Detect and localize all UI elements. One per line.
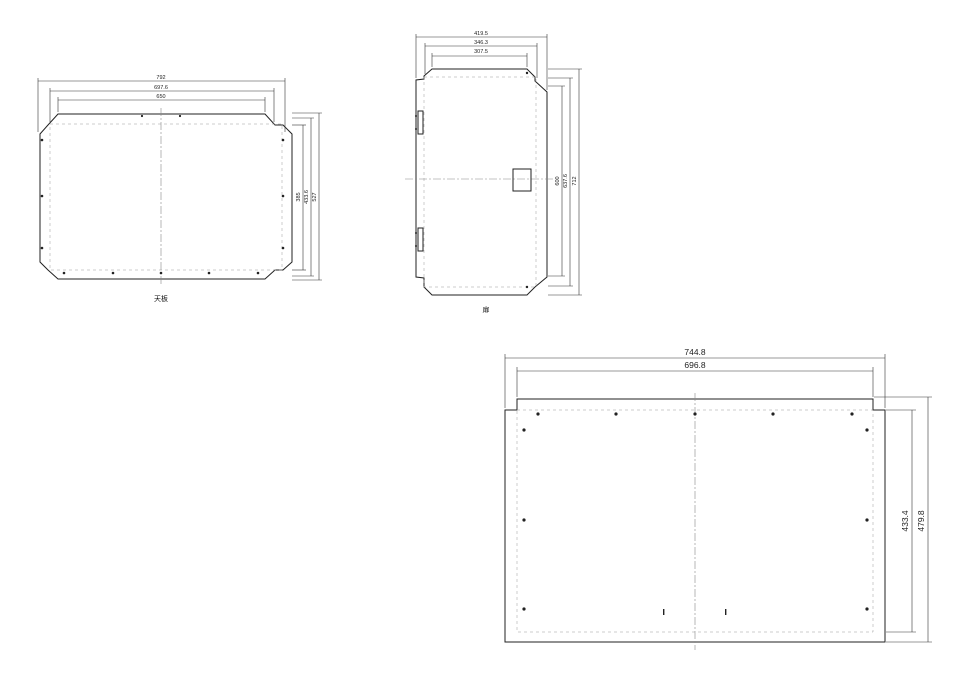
door-hinge-upper <box>417 110 424 135</box>
bottom-plate-dim-width-inner: 696.8 <box>684 360 706 370</box>
top-plate-drawing: 792 697.6 650 385 433.6 527 天板 <box>37 75 322 303</box>
top-plate-caption: 天板 <box>154 294 168 303</box>
top-plate-outline <box>39 113 293 280</box>
top-plate-dim-width-inner: 650 <box>156 94 165 100</box>
top-plate-dim-height-mid: 433.6 <box>304 190 310 204</box>
door-outline <box>415 68 548 296</box>
door-inner-outline <box>423 76 537 288</box>
door-drawing: 419.5 346.3 307.5 600 637.6 712 扉 <box>405 31 582 314</box>
top-plate-dim-width-outer: 792 <box>156 75 165 81</box>
door-dim-height-outer: 712 <box>572 176 578 185</box>
bottom-plate-drawing: 744.8 696.8 433.4 479.8 <box>504 347 932 650</box>
top-plate-width-dimensions <box>37 78 286 132</box>
bottom-plate-outline <box>504 398 886 643</box>
bottom-plate-width-dimensions <box>504 354 886 408</box>
door-dim-height-inner: 600 <box>555 176 561 185</box>
bottom-plate-dim-height-outer: 479.8 <box>916 510 926 532</box>
door-dim-width-mid: 346.3 <box>474 40 488 46</box>
top-plate-height-dimensions <box>292 112 322 281</box>
top-plate-holes <box>40 114 285 275</box>
top-plate-dim-height-outer: 527 <box>312 192 318 201</box>
door-hinge-lower <box>417 227 424 252</box>
door-dim-height-mid: 637.6 <box>563 174 569 188</box>
door-dim-width-inner: 307.5 <box>474 49 488 55</box>
bottom-plate-holes <box>522 412 869 615</box>
door-height-dimensions <box>548 68 582 296</box>
door-caption: 扉 <box>483 305 490 314</box>
door-handle-cutout <box>512 168 532 192</box>
door-width-dimensions <box>415 34 548 90</box>
top-plate-dim-height-inner: 385 <box>296 192 302 201</box>
bottom-plate-height-dimensions <box>874 396 932 643</box>
top-plate-inner-outline <box>49 123 283 271</box>
bottom-plate-dim-height-inner: 433.4 <box>900 510 910 532</box>
door-holes <box>415 71 529 289</box>
bottom-plate-dim-width-outer: 744.8 <box>684 347 706 357</box>
door-dim-width-outer: 419.5 <box>474 31 488 37</box>
top-plate-dim-width-mid: 697.6 <box>154 85 168 91</box>
